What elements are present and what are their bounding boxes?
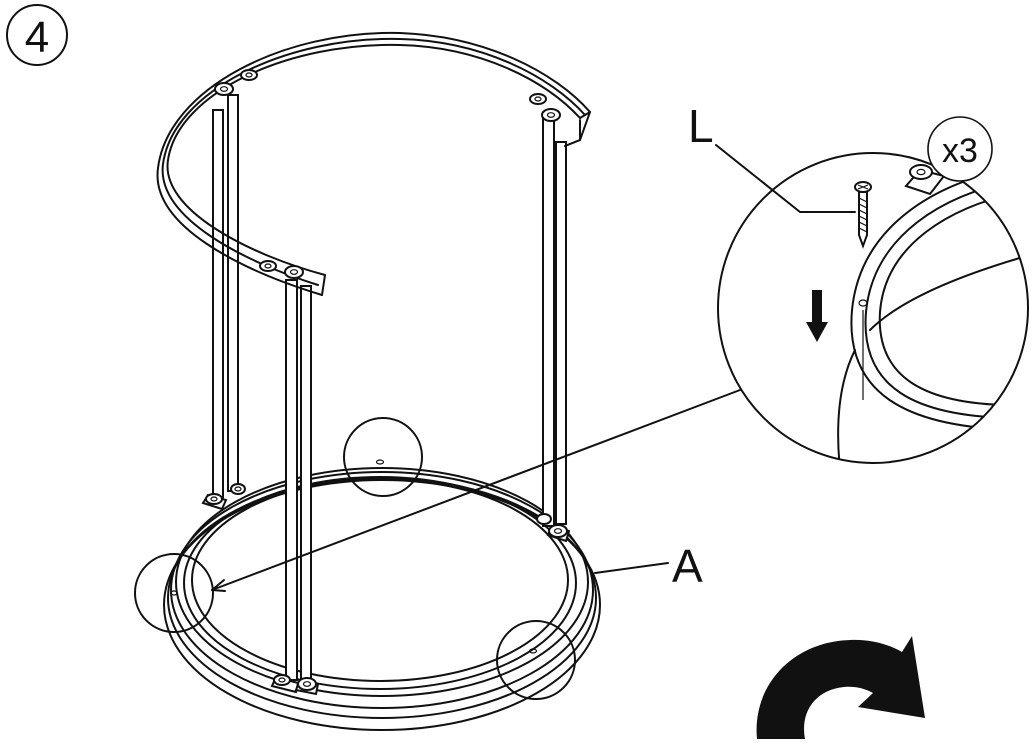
screw-callout: L [688,100,856,213]
rotate-clockwise-arrow-icon [756,636,925,739]
hole-highlight-right [496,620,576,700]
step-badge: 4 [6,4,68,66]
top-ring [156,31,591,296]
fitting-top-3 [529,93,547,105]
quantity-label: x3 [942,132,978,170]
fitting-top-4 [541,108,561,122]
fitting-bottom-4 [536,513,552,525]
fitting-bottom-2 [230,483,246,495]
screw-icon [854,181,872,249]
fitting-top-2 [240,69,258,81]
hole-highlight-back [343,417,423,497]
base-ring [163,459,601,731]
screw-label: L [688,100,714,152]
step-number: 4 [25,13,49,62]
detail-pointer [211,389,741,592]
fitting-bottom-1 [201,493,228,511]
part-a-callout: A [594,540,703,592]
fittings [201,69,571,696]
fitting-bottom-3 [546,524,571,543]
down-arrow-icon [806,290,828,342]
fitting-top-6 [284,265,304,279]
legs [212,94,567,685]
part-a-label: A [672,540,703,592]
detail-view [717,152,1029,464]
quantity-badge: x3 [927,116,993,182]
hole-highlight-left [134,553,214,633]
fitting-top-1 [214,82,234,96]
fitting-bottom-6 [294,677,320,696]
fitting-top-5 [259,260,277,272]
